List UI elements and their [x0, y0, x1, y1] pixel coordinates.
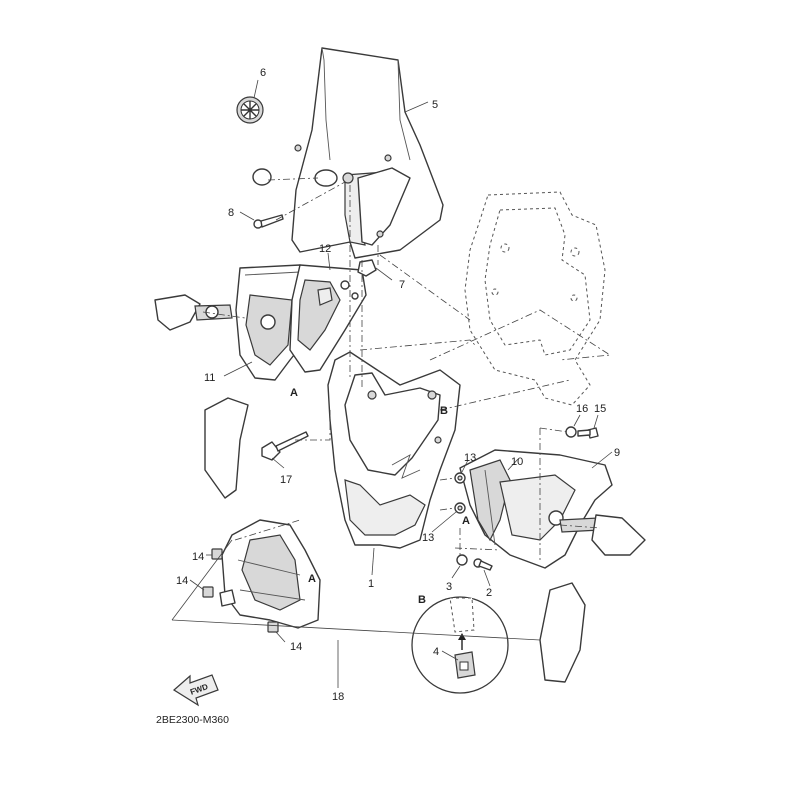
view-ref-a-left: A	[290, 387, 298, 399]
callout-13-upper: 13	[464, 452, 476, 464]
callout-6: 6	[260, 67, 266, 79]
view-ref-b-cowling: B	[440, 405, 448, 417]
view-ref-a-inner: A	[308, 573, 316, 585]
left-inner-panel	[289, 264, 367, 373]
callout-1: 1	[368, 578, 374, 590]
bolt-17	[261, 431, 309, 461]
callout-18: 18	[332, 691, 344, 703]
callout-8: 8	[228, 207, 234, 219]
yamaha-emblem-icon	[236, 96, 264, 124]
right-turn-signal	[559, 514, 646, 556]
cowling-stay	[464, 191, 606, 406]
screw-2	[473, 558, 493, 571]
collar-16	[565, 426, 577, 438]
leader-lines	[171, 79, 613, 688]
screw-13-lower	[454, 502, 466, 514]
bolt-15	[577, 427, 599, 439]
callout-14-c: 14	[290, 641, 302, 653]
view-ref-a-right: A	[462, 515, 470, 527]
damper-14-b	[202, 586, 214, 598]
callout-3: 3	[446, 581, 452, 593]
diagram-code: 2BE2300-M360	[156, 714, 229, 726]
callout-10: 10	[511, 456, 523, 468]
right-side-decal	[539, 582, 586, 683]
callout-labels: 1 2 3 4 5 6 7 8 9 10 11 12 13 13 14 14 1…	[176, 67, 620, 703]
callout-5: 5	[432, 99, 438, 111]
screw-8	[253, 214, 284, 229]
alignment-lines	[202, 177, 612, 560]
callout-14-a: 14	[192, 551, 204, 563]
inner-panel	[219, 519, 321, 629]
callout-12: 12	[319, 243, 331, 255]
callout-15: 15	[594, 403, 606, 415]
callout-2: 2	[486, 587, 492, 599]
screw-13-upper	[454, 472, 466, 484]
nut-7	[357, 259, 377, 277]
callout-17: 17	[280, 474, 292, 486]
callout-7: 7	[399, 279, 405, 291]
callout-4: 4	[433, 646, 439, 658]
left-turn-signal	[154, 294, 233, 331]
fwd-arrow-icon	[172, 674, 219, 707]
front-cowling	[327, 351, 461, 549]
windshield	[291, 47, 444, 259]
view-reference-labels: A A A B B	[290, 387, 470, 606]
callout-13-lower: 13	[422, 532, 434, 544]
callout-14-b: 14	[176, 575, 188, 587]
damper-14-a	[211, 548, 223, 560]
detail-b	[411, 596, 509, 694]
view-ref-b-detail: B	[418, 594, 426, 606]
callout-9: 9	[614, 447, 620, 459]
grommet	[252, 168, 272, 186]
right-side-cover	[459, 449, 613, 569]
left-side-decal	[204, 397, 249, 499]
callout-16: 16	[576, 403, 588, 415]
callout-11: 11	[204, 372, 215, 384]
collar-3	[456, 554, 468, 566]
damper-14-c	[267, 621, 279, 633]
